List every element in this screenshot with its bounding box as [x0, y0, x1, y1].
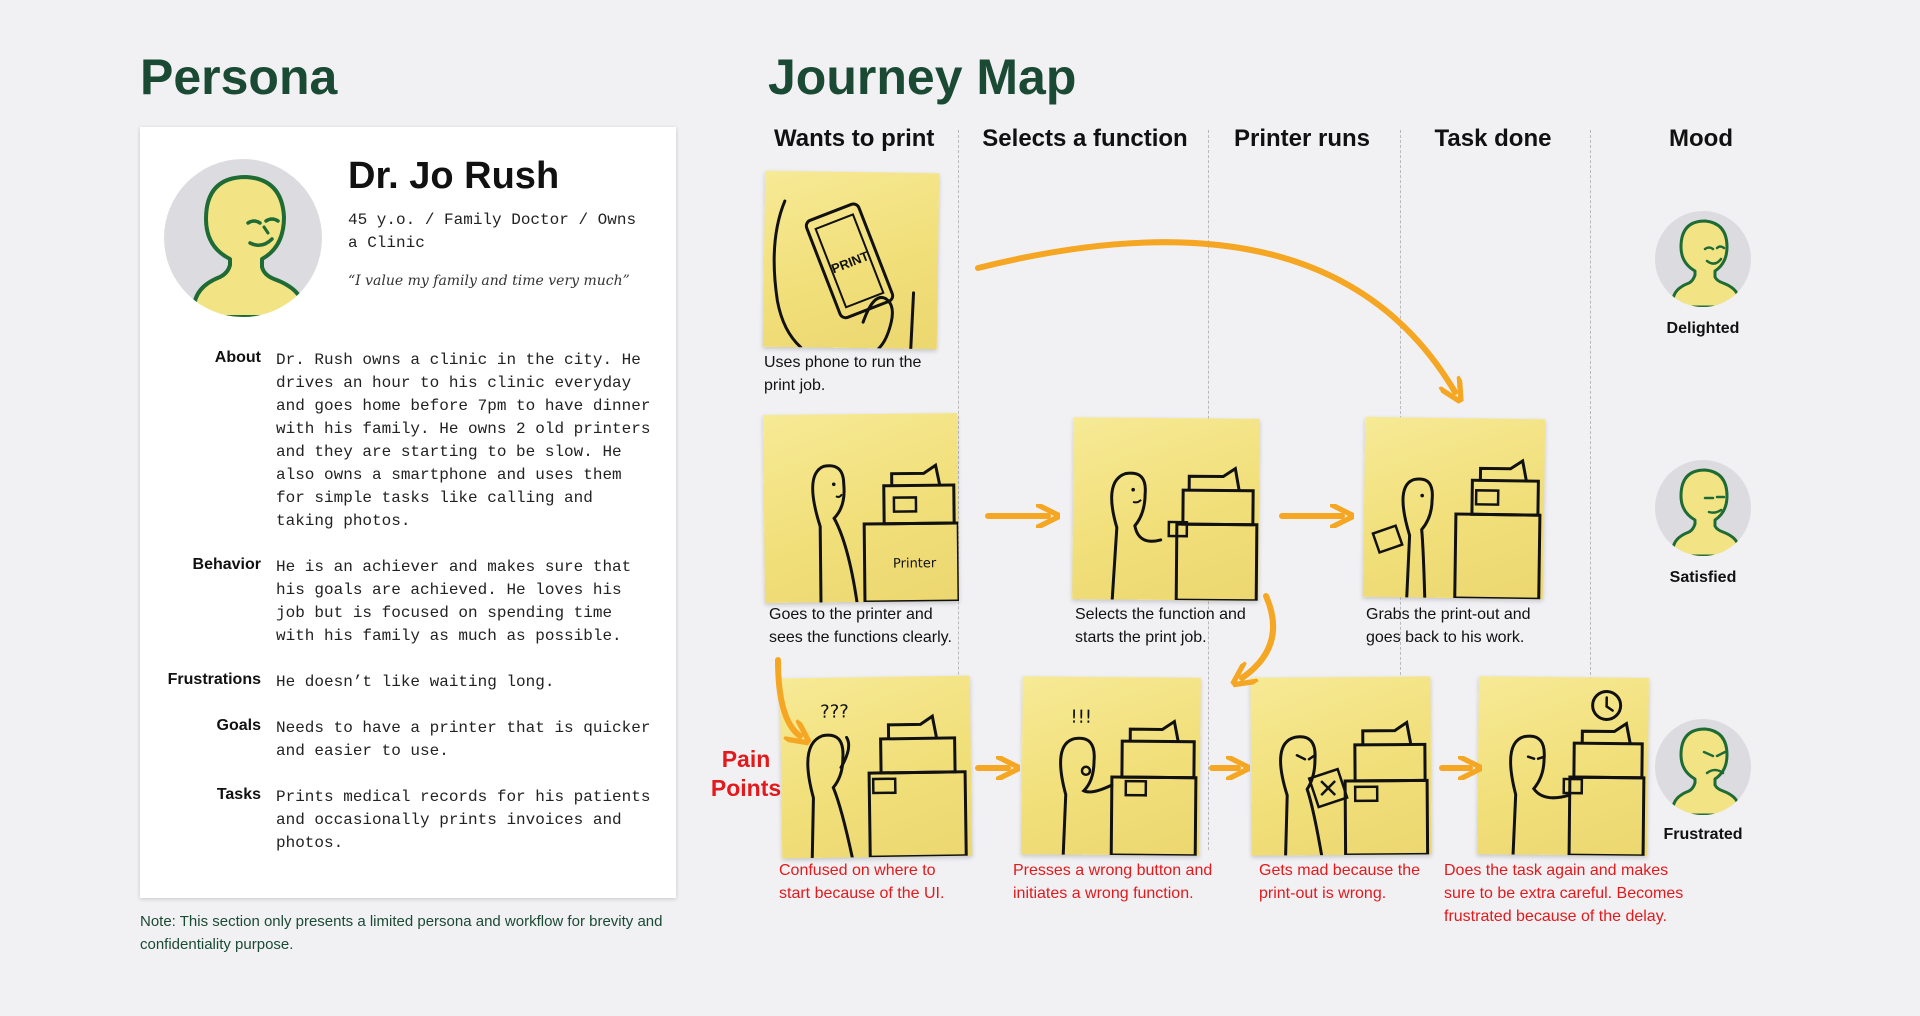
frustrated-face-icon — [1671, 727, 1741, 815]
persona-card: Dr. Jo Rush 45 y.o. / Family Doctor / Ow… — [140, 127, 676, 898]
journey-map-heading: Journey Map — [768, 49, 1077, 105]
row-text: Prints medical records for his patients … — [276, 788, 651, 852]
printer-label: Printer — [893, 556, 937, 571]
sticky-note-confused: ??? — [779, 675, 973, 859]
angry-person-icon — [1279, 720, 1430, 856]
column-divider — [1590, 130, 1591, 690]
row-label: Goals — [216, 717, 261, 734]
caption-go-printer: Goes to the printer and sees the functio… — [769, 606, 952, 646]
row-text: He doesn’t like waiting long. — [276, 673, 555, 691]
person-at-printer-icon: Printer — [811, 462, 959, 604]
column-printer-runs: Printer runs — [1233, 125, 1371, 152]
surprised-person-icon: !!! — [1059, 707, 1198, 856]
persona-name: Dr. Jo Rush — [348, 155, 560, 197]
row-label: Behavior — [192, 556, 261, 573]
mood-label-delighted: Delighted — [1666, 320, 1740, 337]
persona-note: Note: This section only presents a limit… — [140, 913, 663, 953]
persona-quote: “I value my family and time very much” — [348, 273, 630, 289]
column-mood: Mood — [1669, 125, 1733, 152]
sticky-note-select — [1072, 417, 1260, 601]
arrow-select-to-mad — [1242, 593, 1277, 678]
caption-grab: Grabs the print-out and goes back to his… — [1366, 606, 1531, 646]
arrow-go-printer-to-confused — [775, 657, 800, 736]
pain-caption-confused: Confused on where to start because of th… — [779, 862, 945, 902]
sticky-note-phone: PRINT — [762, 170, 940, 350]
pain-points-label: Pain Points — [710, 746, 782, 801]
person-selecting-icon — [1110, 466, 1259, 601]
mood-avatar-delighted — [1655, 211, 1751, 307]
surprised-exclamation-marks: !!! — [1070, 707, 1092, 728]
column-selects-a-function: Selects a function — [982, 125, 1188, 152]
sticky-note-mad — [1250, 676, 1432, 856]
persona-heading: Persona — [140, 49, 338, 105]
row-label: About — [214, 349, 261, 366]
column-wants-to-print: Wants to print — [774, 125, 935, 152]
row-label: Frustrations — [167, 671, 261, 688]
row-text: Dr. Rush owns a clinic in the city. He d… — [276, 351, 651, 530]
sticky-note-grab — [1362, 416, 1546, 600]
phone-sketch-icon: PRINT — [772, 199, 916, 350]
pain-caption-again: Does the task again and makes sure to be… — [1444, 862, 1684, 925]
frustrated-person-with-clock-icon — [1509, 689, 1646, 856]
column-divider — [1400, 130, 1401, 690]
row-text: Needs to have a printer that is quicker … — [276, 719, 651, 760]
mood-label-frustrated: Frustrated — [1663, 826, 1743, 843]
mood-label-satisfied: Satisfied — [1669, 569, 1737, 586]
pain-caption-mad: Gets mad because the print-out is wrong. — [1259, 862, 1420, 902]
caption-phone: Uses phone to run the print job. — [764, 354, 922, 394]
mood-avatar-satisfied — [1655, 460, 1751, 556]
column-task-done: Task done — [1434, 125, 1552, 152]
row-text: He is an achiever and makes sure that hi… — [276, 558, 632, 645]
sticky-note-again — [1477, 676, 1649, 856]
arrow-phone-to-task-done — [975, 239, 1455, 392]
caption-select: Selects the function and starts the prin… — [1075, 606, 1246, 646]
person-grabbing-printout-icon — [1371, 458, 1542, 600]
delighted-face-icon — [1671, 219, 1741, 307]
confused-person-icon: ??? — [806, 701, 968, 859]
persona-avatar — [164, 159, 322, 317]
mood-avatar-frustrated — [1655, 719, 1751, 815]
sticky-note-wrong-button: !!! — [1021, 676, 1201, 856]
confused-question-marks: ??? — [820, 701, 849, 722]
pain-caption-wrong-button: Presses a wrong button and initiates a w… — [1013, 862, 1213, 902]
persona-meta: 45 y.o. / Family Doctor / Owns a Clinic — [348, 211, 637, 252]
persona-face-icon — [192, 175, 306, 317]
row-label: Tasks — [216, 786, 261, 803]
sticky-note-go-printer: Printer — [763, 412, 959, 604]
satisfied-face-icon — [1671, 468, 1741, 556]
column-divider — [958, 130, 959, 830]
